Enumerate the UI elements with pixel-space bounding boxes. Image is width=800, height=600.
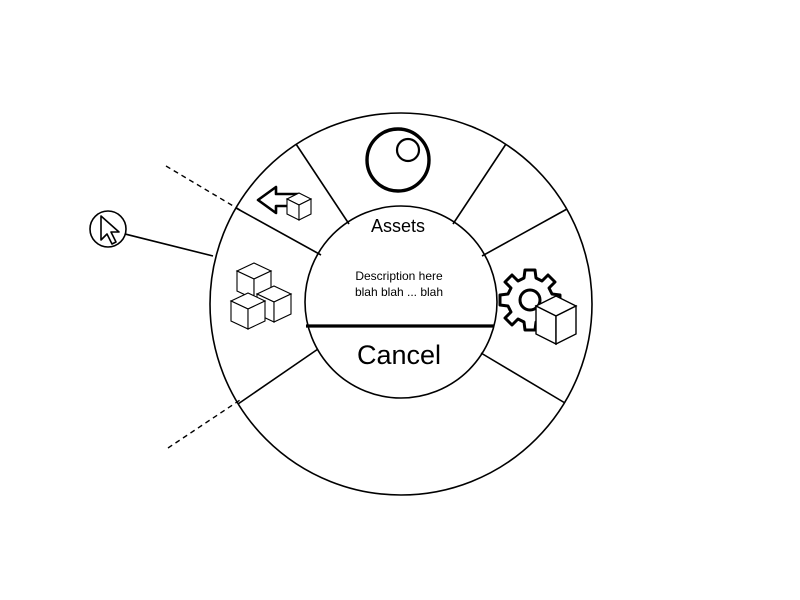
divider-right-bottom xyxy=(480,352,566,404)
divider-left-top xyxy=(235,207,322,256)
divider-upper-left xyxy=(295,143,350,225)
cursor-icon xyxy=(89,210,127,248)
divider-right-top xyxy=(481,208,568,257)
cancel-label: Cancel xyxy=(357,340,441,370)
circle-dot-icon xyxy=(365,127,431,193)
guide-line-top xyxy=(165,165,241,211)
divider-left-bottom xyxy=(237,348,319,405)
gear-cube-icon xyxy=(498,268,578,346)
guide-line-bottom xyxy=(167,399,241,449)
outer-ring xyxy=(209,112,593,496)
center-title: Assets xyxy=(371,216,425,236)
pointer-connector xyxy=(124,233,214,257)
arrow-left-cube-icon xyxy=(256,185,313,221)
cubes-icon xyxy=(229,262,293,330)
inner-circle xyxy=(304,205,498,399)
center-description-line1: Description here xyxy=(355,269,443,283)
divider-upper-right xyxy=(452,143,507,225)
center-description-line2: blah blah ... blah xyxy=(355,285,443,299)
